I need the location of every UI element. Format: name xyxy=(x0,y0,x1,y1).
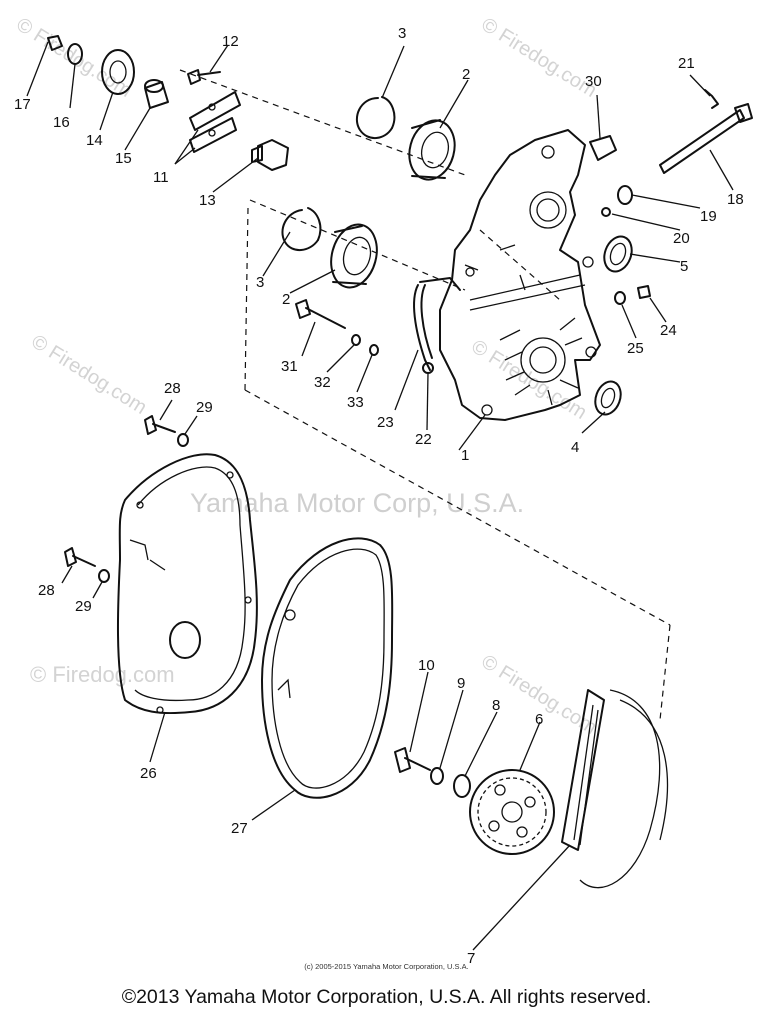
callout-28-lower: 28 xyxy=(38,582,55,599)
callout-10: 10 xyxy=(418,657,435,674)
callout-labels: 1 2 2 3 3 4 5 6 7 8 9 10 11 12 13 14 15 … xyxy=(14,25,744,967)
callout-3-lower: 3 xyxy=(256,274,264,291)
callout-20: 20 xyxy=(673,230,690,247)
copyright-notice: ©2013 Yamaha Motor Corporation, U.S.A. A… xyxy=(121,986,652,1008)
callout-2-lower: 2 xyxy=(282,291,290,308)
callout-15: 15 xyxy=(115,150,132,167)
plug-30 xyxy=(589,135,617,161)
bolt-31 xyxy=(295,299,346,329)
watermark-brand-left: © Firedog.com xyxy=(30,662,175,687)
callout-32: 32 xyxy=(314,374,331,391)
o-ring-20 xyxy=(601,207,611,217)
callout-11: 11 xyxy=(153,169,169,186)
washer-16 xyxy=(67,43,83,65)
washer-29-upper xyxy=(177,433,189,447)
dash-line-right xyxy=(659,624,671,721)
callout-3-upper: 3 xyxy=(398,25,406,42)
dash-line-diagonal xyxy=(244,389,671,626)
callout-17: 17 xyxy=(14,96,31,113)
chain xyxy=(561,689,669,889)
washer-19 xyxy=(617,185,633,205)
idler-sprocket-14 xyxy=(101,49,135,95)
callout-25: 25 xyxy=(627,340,644,357)
circlip-lower xyxy=(281,207,322,251)
callout-13: 13 xyxy=(199,192,216,209)
watermark-brand-top: © Firedog.com xyxy=(477,14,600,102)
callout-18: 18 xyxy=(727,191,744,208)
bolt-10 xyxy=(394,747,431,773)
callout-1: 1 xyxy=(461,447,469,464)
washer-29-lower xyxy=(98,569,110,583)
bolt-28-lower xyxy=(64,547,96,567)
callout-33: 33 xyxy=(347,394,364,411)
washer-33 xyxy=(369,344,379,356)
bushing-15 xyxy=(144,79,169,109)
callout-4: 4 xyxy=(571,439,579,456)
dash-line-left xyxy=(244,207,249,391)
watermark-brand-mid-right: © Firedog.com xyxy=(467,336,590,424)
nut-17 xyxy=(47,35,63,51)
assembly-lines xyxy=(179,69,671,721)
callout-31: 31 xyxy=(281,358,298,375)
circlip-upper xyxy=(355,96,396,139)
watermark-brand-top-left: © Firedog.com xyxy=(12,14,135,102)
breather-21 xyxy=(704,89,719,109)
bolt-12 xyxy=(187,69,221,85)
callout-12: 12 xyxy=(222,33,239,50)
bearing-upper xyxy=(408,119,456,181)
callout-27: 27 xyxy=(231,820,248,837)
gasket xyxy=(261,537,394,799)
chain-case-cover xyxy=(116,453,258,715)
callout-8: 8 xyxy=(492,697,500,714)
sprocket xyxy=(469,769,555,855)
leader-lines xyxy=(26,41,734,951)
callout-29-lower: 29 xyxy=(75,598,92,615)
callout-5: 5 xyxy=(680,258,688,275)
callout-7: 7 xyxy=(467,950,475,967)
callout-2-upper: 2 xyxy=(462,66,470,83)
callout-9: 9 xyxy=(457,675,465,692)
chain-case-housing xyxy=(439,129,601,421)
callout-14: 14 xyxy=(86,132,103,149)
washer-25 xyxy=(614,291,626,305)
tensioner-block-13 xyxy=(251,139,289,171)
callout-23: 23 xyxy=(377,414,394,431)
callout-6: 6 xyxy=(535,711,543,728)
watermark-brand-mid-left: © Firedog.com xyxy=(27,331,150,419)
callout-21: 21 xyxy=(678,55,695,72)
callout-28-upper: 28 xyxy=(164,380,181,397)
oil-seal-5 xyxy=(603,235,633,273)
oil-pipe-23 xyxy=(413,277,461,371)
dash-line-top xyxy=(179,69,466,176)
callout-16: 16 xyxy=(53,114,70,131)
callout-22: 22 xyxy=(415,431,432,448)
long-bolt-18 xyxy=(659,103,753,174)
callout-30: 30 xyxy=(585,73,602,90)
bolt-28-upper xyxy=(144,415,176,435)
washer-32 xyxy=(351,334,361,346)
washer-8 xyxy=(453,774,471,798)
lock-washer-9 xyxy=(430,767,444,785)
bearing-lower xyxy=(330,223,378,289)
chain-tensioner-plates xyxy=(189,91,241,153)
callout-19: 19 xyxy=(700,208,717,225)
dash-line-bearing xyxy=(479,229,561,301)
watermarks: Yamaha Motor Corp, U.S.A. © Firedog.com … xyxy=(12,14,600,739)
callout-24: 24 xyxy=(660,322,677,339)
copyright-small: (c) 2005-2015 Yamaha Motor Corporation, … xyxy=(304,962,469,971)
dash-line-mid xyxy=(249,199,466,291)
bolt-24 xyxy=(637,285,651,299)
callout-29-upper: 29 xyxy=(196,399,213,416)
callout-26: 26 xyxy=(140,765,157,782)
oil-seal-4 xyxy=(594,380,622,416)
